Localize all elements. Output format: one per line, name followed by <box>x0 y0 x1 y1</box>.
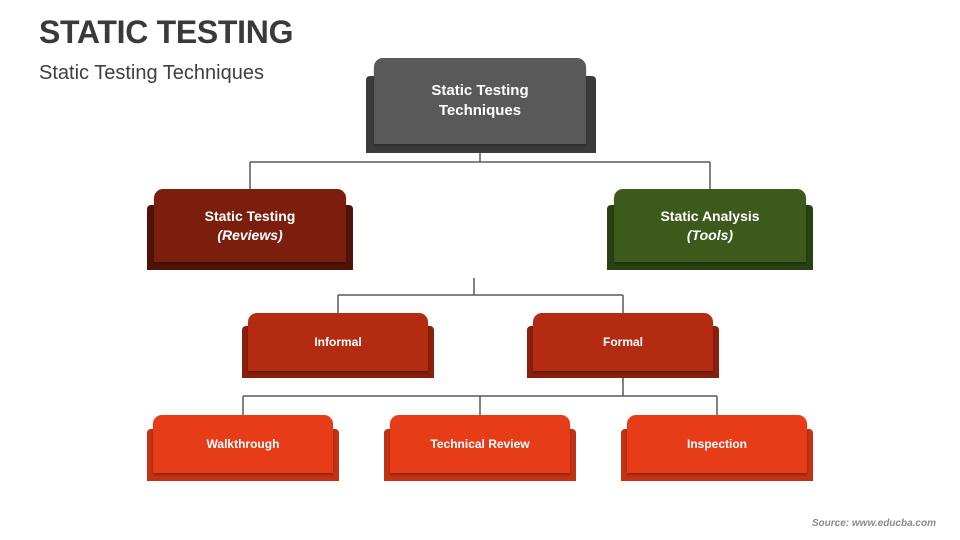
node-face: Inspection <box>627 415 807 473</box>
page-title: STATIC TESTING <box>39 14 294 50</box>
node-face: Static Testing Techniques <box>374 58 586 144</box>
node-label: Technical Review <box>430 436 530 451</box>
node-face: Formal <box>533 313 713 371</box>
node-static-analysis-tools: Static Analysis (Tools) <box>607 189 813 270</box>
node-inspection: Inspection <box>621 415 813 481</box>
node-label: Static Analysis <box>660 207 760 224</box>
node-label: (Tools) <box>686 226 734 243</box>
node-face: Static Testing (Reviews) <box>154 189 346 262</box>
node-label: Formal <box>602 334 643 349</box>
node-technical-review: Technical Review <box>384 415 576 481</box>
source-credit: Source: www.educba.com <box>811 518 936 529</box>
node-walkthrough: Walkthrough <box>147 415 339 481</box>
node-formal: Formal <box>527 313 719 378</box>
node-informal: Informal <box>242 313 434 378</box>
node-label: Static Testing <box>431 81 529 99</box>
node-face: Technical Review <box>390 415 570 473</box>
node-label: (Reviews) <box>217 226 283 243</box>
node-static-testing-reviews: Static Testing (Reviews) <box>147 189 353 270</box>
node-label: Techniques <box>438 102 522 119</box>
node-label: Walkthrough <box>206 436 280 451</box>
node-static-testing-techniques: Static Testing Techniques <box>366 58 596 153</box>
node-face: Static Analysis (Tools) <box>614 189 806 262</box>
node-face: Walkthrough <box>153 415 333 473</box>
node-label: Inspection <box>686 436 747 451</box>
page-subtitle: Static Testing Techniques <box>39 62 264 84</box>
node-label: Static Testing <box>204 207 296 224</box>
node-label: Informal <box>314 334 362 349</box>
node-face: Informal <box>248 313 428 371</box>
